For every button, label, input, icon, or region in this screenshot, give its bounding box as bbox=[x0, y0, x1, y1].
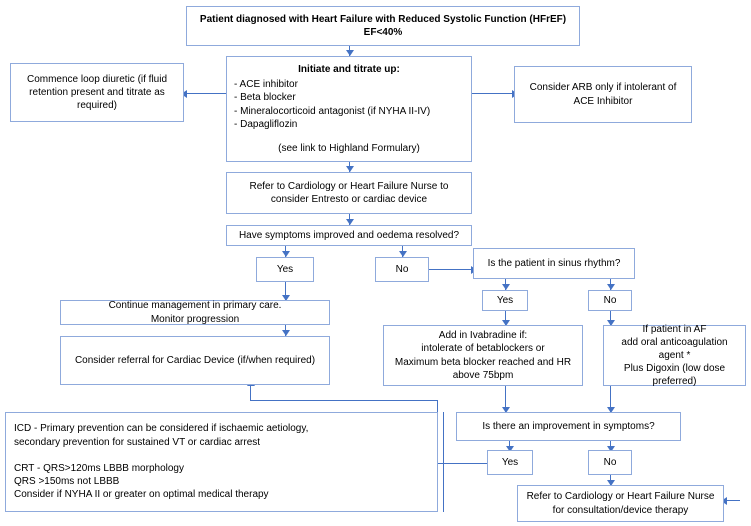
arrowhead-yes1-to-continue bbox=[282, 295, 290, 301]
connector-yes2-to-ivabradine bbox=[505, 311, 506, 325]
connector-yes3-feedback-horizontal2 bbox=[250, 400, 438, 401]
node-sinus-rhythm-label: Is the patient in sinus rhythm? bbox=[487, 257, 621, 269]
node-yes-3[interactable]: Yes bbox=[487, 450, 533, 475]
connector-ivabradine-to-improvement bbox=[505, 386, 506, 412]
node-refer-entresto-label: Refer to Cardiology or Heart Failure Nur… bbox=[249, 180, 449, 205]
node-yes-1-label: Yes bbox=[276, 263, 294, 275]
node-loop-diuretic-label: Commence loop diuretic (if fluid retenti… bbox=[26, 73, 168, 112]
node-ivabradine-label: Add in Ivabradine if: intolerate of beta… bbox=[394, 330, 572, 381]
arrowhead-continue-to-device bbox=[282, 330, 290, 336]
arrowhead-initiate-to-refer bbox=[346, 166, 354, 172]
arrowhead-no2-to-af bbox=[607, 320, 615, 326]
node-diagnosis-label: Patient diagnosed with Heart Failure wit… bbox=[199, 13, 567, 38]
node-initiate-note: (see link to Highland Formulary) bbox=[278, 142, 420, 154]
arrowhead-symptoms-to-no1 bbox=[399, 251, 407, 257]
connector-stub-to-refer-consultation bbox=[724, 500, 740, 501]
node-initiate-items: - ACE inhibitor - Beta blocker - Mineral… bbox=[234, 79, 431, 130]
node-initiate-titrate[interactable]: Initiate and titrate up: - ACE inhibitor… bbox=[226, 56, 472, 162]
connector-af-to-improvement bbox=[610, 386, 611, 412]
node-cardiac-device-label: Consider referral for Cardiac Device (if… bbox=[74, 354, 316, 366]
connector-no2-to-af bbox=[610, 311, 611, 325]
node-sinus-rhythm[interactable]: Is the patient in sinus rhythm? bbox=[473, 248, 635, 279]
arrowhead-improvement-to-yes3 bbox=[506, 446, 514, 452]
connector-improvement-to-no3 bbox=[610, 441, 611, 450]
arrowhead-sinus-to-yes2 bbox=[502, 284, 510, 290]
node-refer-entresto[interactable]: Refer to Cardiology or Heart Failure Nur… bbox=[226, 172, 472, 214]
node-yes-2-label: Yes bbox=[496, 294, 514, 306]
node-continue-management[interactable]: Continue management in primary care. Mon… bbox=[60, 300, 330, 325]
node-no-3-label: No bbox=[603, 456, 617, 468]
node-diagnosis[interactable]: Patient diagnosed with Heart Failure wit… bbox=[186, 6, 580, 46]
arrowhead-improvement-to-no3 bbox=[607, 446, 615, 452]
node-af-digoxin-label: If patient in AF add oral anticoagulatio… bbox=[621, 323, 728, 388]
node-af-digoxin[interactable]: If patient in AF add oral anticoagulatio… bbox=[603, 323, 746, 388]
node-continue-management-label: Continue management in primary care. Mon… bbox=[108, 300, 282, 325]
connector-initiate-to-loop-diuretic bbox=[184, 93, 226, 94]
node-symptoms-improved-label: Have symptoms improved and oedema resolv… bbox=[238, 229, 460, 241]
node-yes-3-label: Yes bbox=[501, 456, 519, 468]
connector-yes1-to-continue bbox=[285, 282, 286, 300]
node-refer-consultation-label: Refer to Cardiology or Heart Failure Nur… bbox=[526, 491, 715, 516]
connector-initiate-to-arb bbox=[471, 93, 514, 94]
arrowhead-refer-to-symptoms bbox=[346, 219, 354, 225]
node-no-1-label: No bbox=[395, 263, 409, 275]
node-arb-label: Consider ARB only if intolerant of ACE I… bbox=[529, 82, 677, 107]
arrowhead-symptoms-to-yes1 bbox=[282, 251, 290, 257]
node-arb[interactable]: Consider ARB only if intolerant of ACE I… bbox=[514, 66, 692, 123]
node-no-2-label: No bbox=[603, 294, 617, 306]
node-refer-consultation[interactable]: Refer to Cardiology or Heart Failure Nur… bbox=[517, 485, 724, 522]
node-yes-2[interactable]: Yes bbox=[482, 290, 528, 311]
connector-improvement-to-yes3 bbox=[509, 441, 510, 450]
arrowhead-ivabradine-to-improvement bbox=[502, 407, 510, 413]
node-yes-1[interactable]: Yes bbox=[256, 257, 314, 282]
arrowhead-af-to-improvement bbox=[607, 407, 615, 413]
node-symptoms-improved[interactable]: Have symptoms improved and oedema resolv… bbox=[226, 225, 472, 246]
arrowhead-no3-to-refer-consultation bbox=[607, 480, 615, 486]
node-ivabradine[interactable]: Add in Ivabradine if: intolerate of beta… bbox=[383, 325, 583, 386]
arrowhead-initiate-to-loop-diuretic bbox=[181, 90, 187, 98]
node-notes-label: ICD - Primary prevention can be consider… bbox=[14, 423, 309, 501]
arrowhead-diagnosis-to-initiate bbox=[346, 50, 354, 56]
node-no-2[interactable]: No bbox=[588, 290, 632, 311]
node-improvement[interactable]: Is there an improvement in symptoms? bbox=[456, 412, 681, 441]
connector-yes3-feedback-horizontal bbox=[437, 463, 487, 464]
node-loop-diuretic[interactable]: Commence loop diuretic (if fluid retenti… bbox=[10, 63, 184, 122]
connector-no1-to-sinus bbox=[429, 269, 473, 270]
node-notes[interactable]: ICD - Primary prevention can be consider… bbox=[5, 412, 438, 512]
arrowhead-yes2-to-ivabradine bbox=[502, 320, 510, 326]
node-no-3[interactable]: No bbox=[588, 450, 632, 475]
node-no-1[interactable]: No bbox=[375, 257, 429, 282]
connector-yes3-feedback-up bbox=[250, 385, 251, 401]
connector-notes-right-edge bbox=[443, 412, 444, 512]
arrowhead-stub-to-refer-consultation bbox=[721, 497, 727, 505]
arrowhead-sinus-to-no2 bbox=[607, 284, 615, 290]
node-improvement-label: Is there an improvement in symptoms? bbox=[482, 420, 655, 432]
node-initiate-title: Initiate and titrate up: bbox=[298, 64, 400, 75]
node-cardiac-device[interactable]: Consider referral for Cardiac Device (if… bbox=[60, 336, 330, 385]
